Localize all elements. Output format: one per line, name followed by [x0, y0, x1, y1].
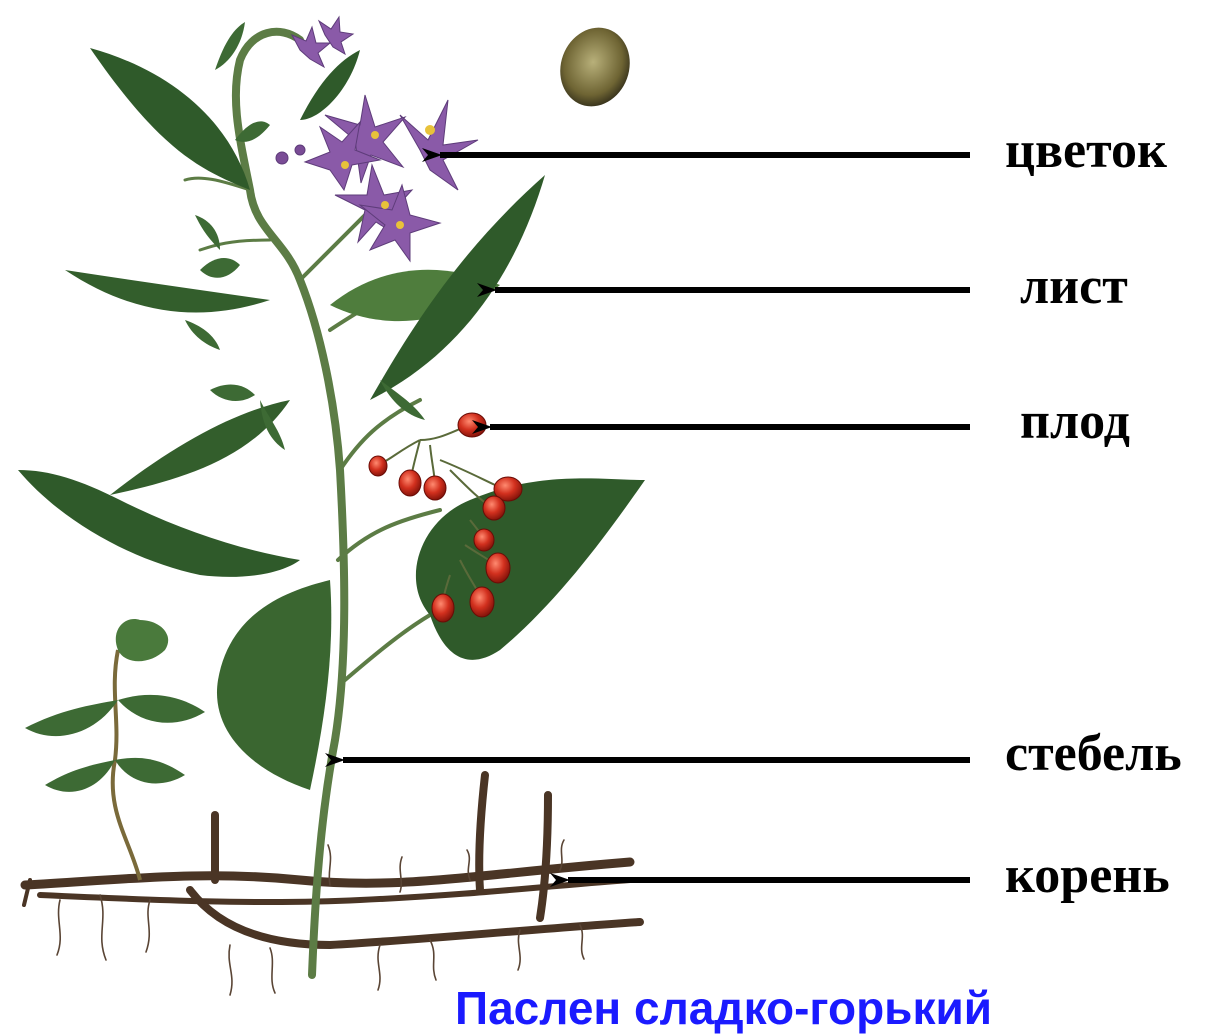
seed	[549, 18, 640, 116]
berry	[369, 456, 387, 476]
berry	[432, 594, 454, 622]
leaf-berry-leaf	[416, 478, 645, 659]
berry	[474, 529, 494, 551]
pointer-arrows	[343, 155, 970, 880]
berry	[399, 470, 421, 496]
leaf-upper-right	[300, 50, 360, 120]
flowers	[276, 17, 478, 261]
berry	[486, 553, 510, 583]
berry	[458, 413, 486, 437]
berry	[483, 496, 505, 520]
label-stem: стебель	[1005, 728, 1182, 780]
berry	[424, 476, 446, 500]
leaf-mid-left	[65, 270, 270, 312]
label-root: корень	[1005, 850, 1170, 902]
label-leaf: лист	[1020, 261, 1128, 313]
label-fruit: плод	[1020, 396, 1130, 448]
leaf-top-left	[90, 48, 250, 190]
label-flower: цветок	[1005, 125, 1167, 177]
leaf-lower-drooping	[217, 580, 331, 790]
berry	[470, 587, 494, 617]
young-shoot	[25, 619, 205, 880]
leaf-left-big	[18, 470, 300, 577]
caption-title: Паслен сладко-горький	[455, 985, 992, 1031]
